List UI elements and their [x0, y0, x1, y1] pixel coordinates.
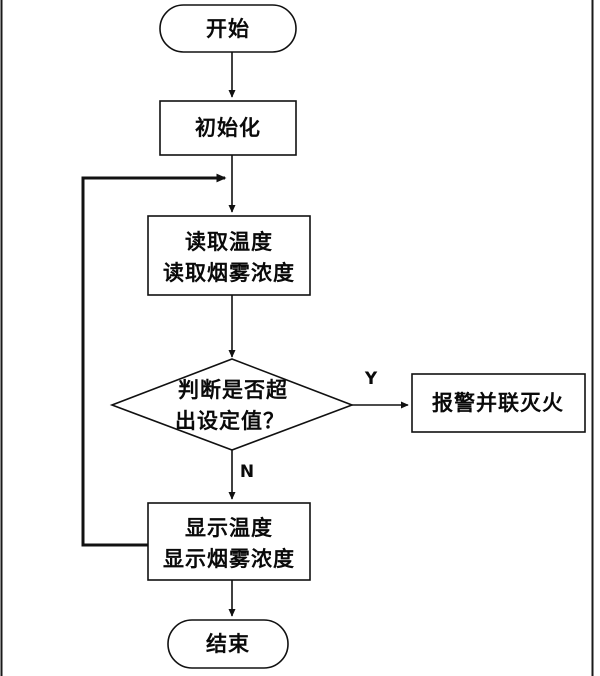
branch-label-yes: Y — [364, 369, 378, 389]
node-read-label-line1: 读取温度 — [185, 230, 273, 254]
node-decision-label-line2: 出设定值？ — [175, 409, 285, 433]
branch-label-no: N — [240, 462, 254, 482]
node-alarm-label: 报警并联灭火 — [432, 391, 564, 415]
node-read-label-line2: 读取烟雾浓度 — [163, 261, 295, 285]
node-init-shape — [159, 100, 297, 156]
node-display[interactable]: 显示温度 显示烟雾浓度 — [147, 502, 311, 581]
edge-feedback-loop — [81, 173, 227, 547]
node-display-label-line2: 显示烟雾浓度 — [163, 547, 295, 571]
node-read[interactable]: 读取温度 读取烟雾浓度 — [147, 215, 311, 296]
node-decision-shape — [109, 358, 355, 451]
node-init-label: 初始化 — [195, 116, 261, 140]
node-alarm[interactable]: 报警并联灭火 — [411, 373, 586, 433]
node-display-shape — [147, 502, 311, 581]
node-decision[interactable]: 判断是否超 出设定值？ — [109, 358, 355, 451]
node-display-label-line1: 显示温度 — [185, 516, 273, 540]
node-alarm-shape — [411, 373, 586, 433]
node-decision-label-line1: 判断是否超 — [178, 378, 288, 402]
node-start-shape — [159, 4, 297, 53]
node-init[interactable]: 初始化 — [159, 100, 297, 156]
node-start[interactable]: 开始 — [159, 4, 297, 53]
node-read-shape — [147, 215, 311, 296]
node-end[interactable]: 结束 — [167, 619, 289, 669]
node-end-label: 结束 — [206, 632, 250, 656]
node-start-label: 开始 — [206, 17, 250, 41]
node-end-shape — [167, 619, 289, 669]
